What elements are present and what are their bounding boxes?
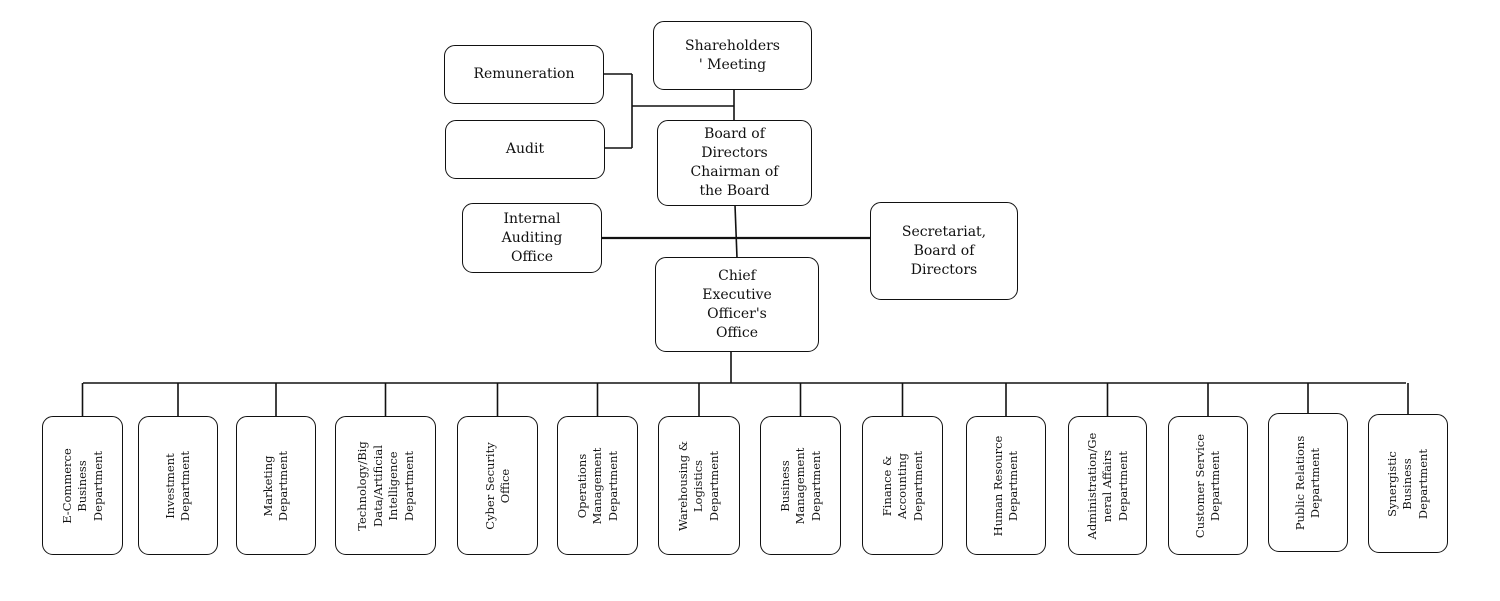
dept-warehousing-logistics: Warehousing & Logistics Department <box>658 416 740 555</box>
dept-label: Warehousing & Logistics Department <box>675 440 721 531</box>
board-of-directors-box: Board of Directors Chairman of the Board <box>657 120 812 206</box>
internal-auditing-office-box: Internal Auditing Office <box>462 203 602 273</box>
shareholders-meeting-box: Shareholders ' Meeting <box>653 21 812 90</box>
dept-customer-service: Customer Service Department <box>1168 416 1248 555</box>
dept-finance-accounting: Finance & Accounting Department <box>862 416 943 555</box>
dept-marketing: Marketing Department <box>236 416 316 555</box>
remuneration-committee-box: Remuneration <box>444 45 604 104</box>
dept-label: Administration/Ge neral Affairs Departme… <box>1084 432 1130 539</box>
dept-business-management: Business Management Department <box>760 416 841 555</box>
dept-label: Public Relations Department <box>1292 435 1323 530</box>
dept-administration-general-affairs: Administration/Ge neral Affairs Departme… <box>1068 416 1147 555</box>
dept-label: Synergistic Business Department <box>1384 448 1430 519</box>
dept-label: Cyber Security Office <box>482 441 512 530</box>
secretariat-board-box: Secretariat, Board of Directors <box>870 202 1018 300</box>
dept-investment: Investment Department <box>138 416 218 555</box>
dept-label: Customer Service Department <box>1192 433 1223 538</box>
dept-label: Business Management Department <box>777 447 823 524</box>
dept-label: Technology/Big Data/Artificial Intellige… <box>354 440 416 531</box>
dept-label: Finance & Accounting Department <box>879 450 925 521</box>
dept-operations-management: Operations Management Department <box>557 416 638 555</box>
dept-label: Investment Department <box>162 450 193 521</box>
dept-cyber-security-office: Cyber Security Office <box>457 416 538 555</box>
dept-synergistic-business: Synergistic Business Department <box>1368 414 1448 553</box>
ceo-office-box: Chief Executive Officer's Office <box>655 257 819 352</box>
dept-label: E-Commerce Business Department <box>59 447 105 524</box>
dept-label: Operations Management Department <box>574 447 620 524</box>
dept-technology-bigdata-ai: Technology/Big Data/Artificial Intellige… <box>335 416 436 555</box>
dept-public-relations: Public Relations Department <box>1268 413 1348 552</box>
audit-committee-box: Audit <box>445 120 605 179</box>
dept-human-resource: Human Resource Department <box>966 416 1046 555</box>
dept-ecommerce-business: E-Commerce Business Department <box>42 416 123 555</box>
dept-label: Human Resource Department <box>990 435 1021 536</box>
dept-label: Marketing Department <box>260 450 291 521</box>
